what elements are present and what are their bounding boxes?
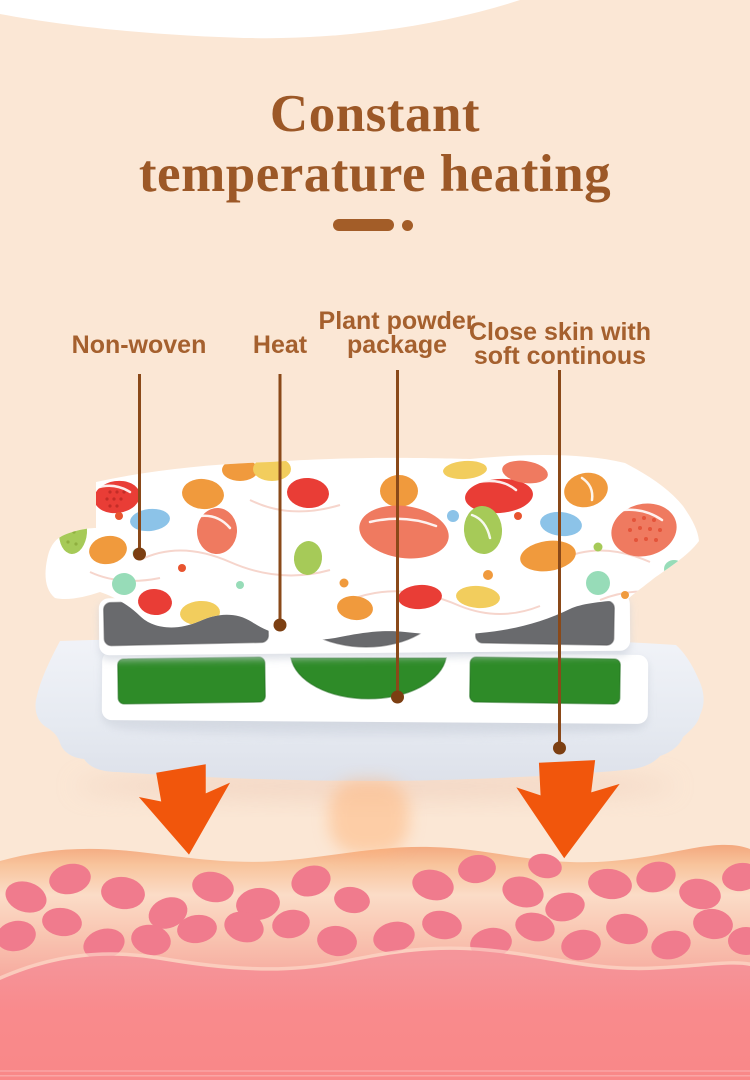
dermis-band bbox=[0, 949, 750, 1080]
leader-dot bbox=[391, 690, 404, 704]
powder-pads bbox=[117, 656, 621, 705]
page-title-line1: Constant bbox=[269, 85, 481, 143]
skin-cross-section bbox=[0, 844, 750, 1080]
heat-arrow-middle-icon bbox=[315, 780, 427, 934]
leader-lines bbox=[138, 370, 561, 742]
leader-dot bbox=[133, 547, 146, 561]
page-title: Constant temperature heating bbox=[0, 84, 750, 204]
page-title-line2: temperature heating bbox=[138, 145, 612, 203]
leader-dot bbox=[553, 741, 566, 755]
plant-powder-layer bbox=[101, 651, 649, 729]
label-close-skin: Close skin with soft continous bbox=[469, 318, 651, 370]
skin-cells bbox=[0, 853, 750, 961]
top-white-wave bbox=[0, 0, 520, 39]
heat-arrow-left-icon bbox=[138, 764, 231, 855]
leader-dot bbox=[273, 618, 287, 632]
label-heat: Heat bbox=[252, 331, 308, 359]
fabric-pattern-blobs bbox=[58, 457, 684, 626]
title-divider-dot bbox=[402, 220, 413, 231]
heat-arrow-right-icon bbox=[516, 760, 620, 859]
leader-dots bbox=[133, 547, 566, 755]
title-divider-bar bbox=[333, 219, 394, 231]
label-plant-powder-package: Plant powder package bbox=[318, 307, 476, 359]
label-non-woven: Non-woven bbox=[71, 331, 207, 359]
